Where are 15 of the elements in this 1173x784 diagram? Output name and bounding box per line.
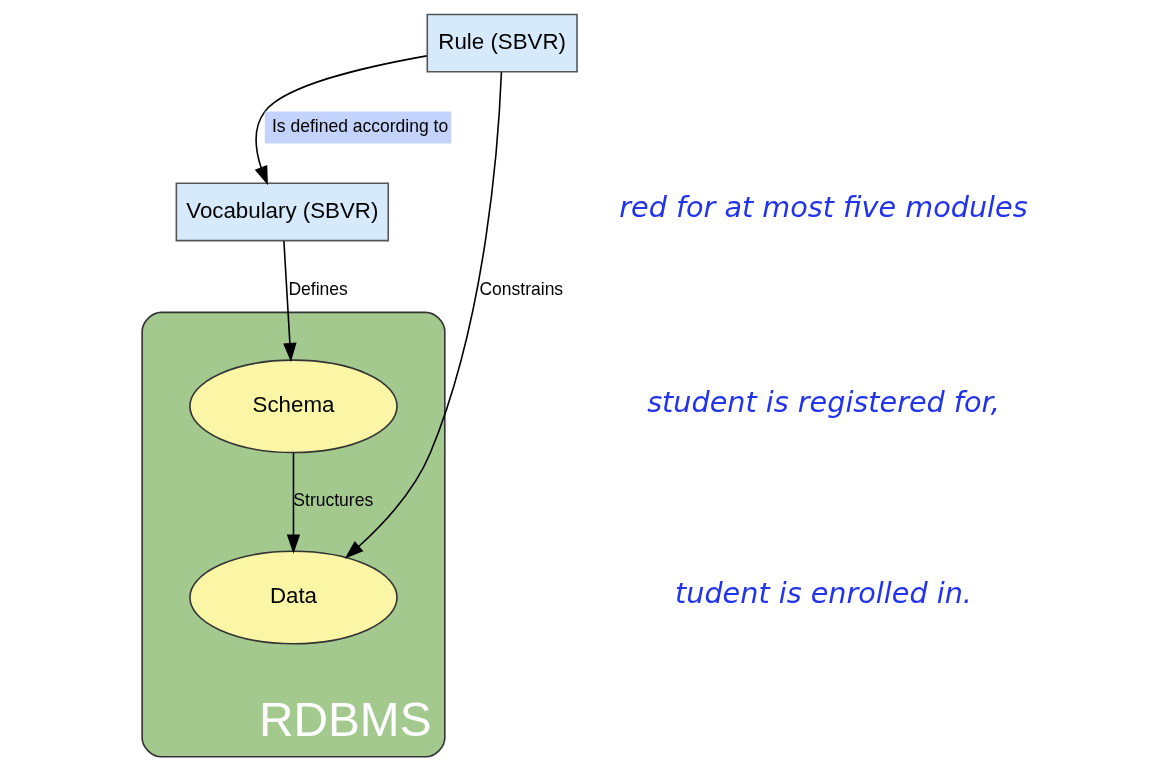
label: tudent is enrolled in. [674, 575, 972, 610]
arrow [282, 240, 297, 363]
arrow [286, 452, 300, 554]
node-ellipse: Schema [188, 359, 398, 454]
edge-label: Constrains [478, 278, 563, 299]
label: red for at most five modules [618, 190, 1028, 225]
node-ellipse: Data [188, 550, 398, 645]
node-box: Vocabulary (SBVR) [175, 182, 389, 242]
edge-label: Defines [287, 278, 348, 299]
arrow [344, 71, 502, 559]
edge-label: Structures [292, 490, 373, 511]
arrow [254, 55, 428, 186]
edge-label: Is defined according to [271, 116, 448, 136]
label: student is registered for, [646, 384, 1000, 419]
node-box: Rule (SBVR) [426, 13, 578, 73]
